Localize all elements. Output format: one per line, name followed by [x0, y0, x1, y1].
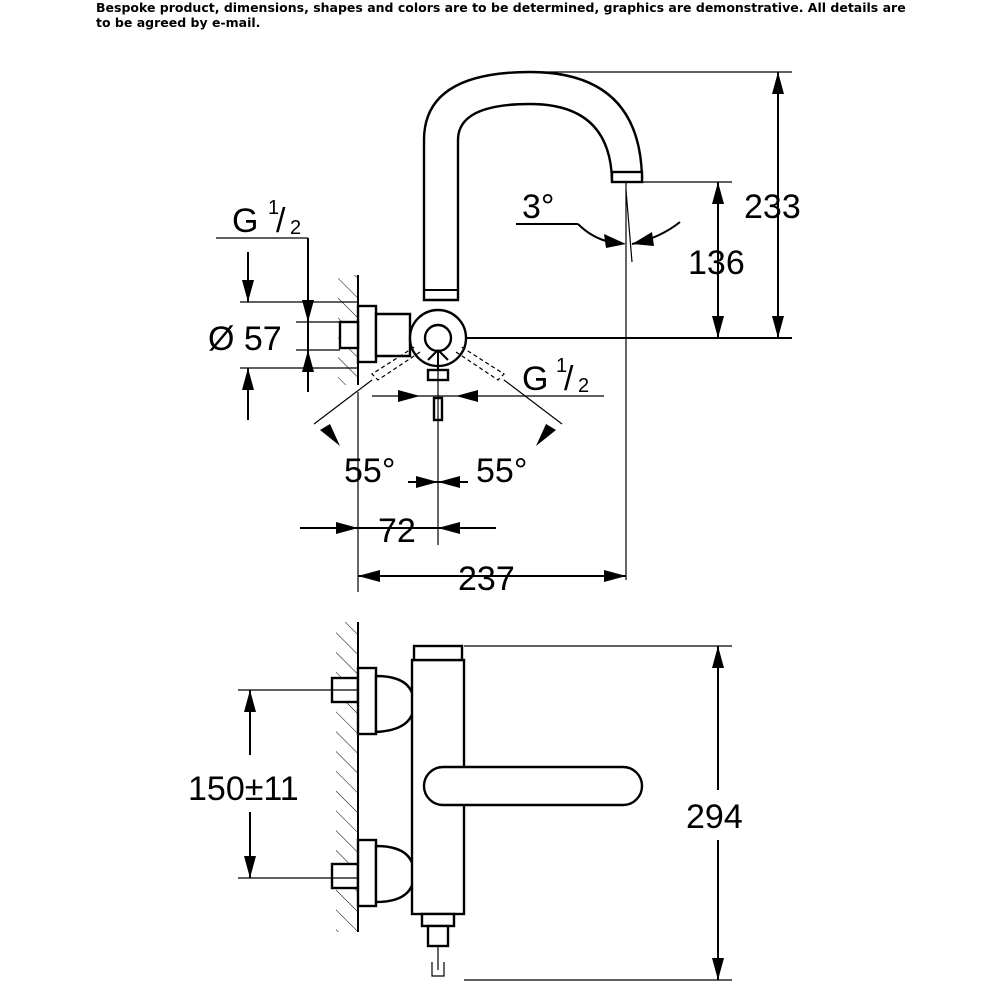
dim-233: 233 — [744, 188, 801, 226]
spout — [422, 70, 644, 302]
thread-top-num: 1 — [268, 197, 279, 219]
inlet-stub — [338, 320, 360, 350]
disclaimer-note: Bespoke product, dimensions, shapes and … — [96, 0, 906, 30]
thread-side-slash: / — [564, 360, 574, 398]
dim-angle-right-55: 55° — [476, 452, 527, 490]
thread-side-g: G — [522, 360, 548, 398]
dim-angle-left-55: 55° — [344, 452, 395, 490]
dim-diameter-57: Ø 57 — [208, 320, 282, 358]
dim-237: 237 — [458, 560, 515, 598]
thread-top-g: G — [232, 202, 258, 240]
top-view — [216, 70, 792, 592]
dim-294: 294 — [686, 798, 743, 836]
wall-flange — [356, 304, 378, 364]
thread-side-num: 1 — [556, 355, 567, 377]
thread-side-den: 2 — [578, 375, 589, 397]
thread-top-slash: / — [276, 202, 286, 240]
dim-72: 72 — [378, 512, 416, 550]
front-view — [238, 622, 732, 981]
lever-handle — [422, 765, 644, 807]
dim-136: 136 — [688, 244, 745, 282]
dim-150-11: 150±11 — [188, 770, 299, 808]
thread-top-den: 2 — [290, 217, 301, 239]
dim-3-degrees: 3° — [522, 188, 555, 226]
